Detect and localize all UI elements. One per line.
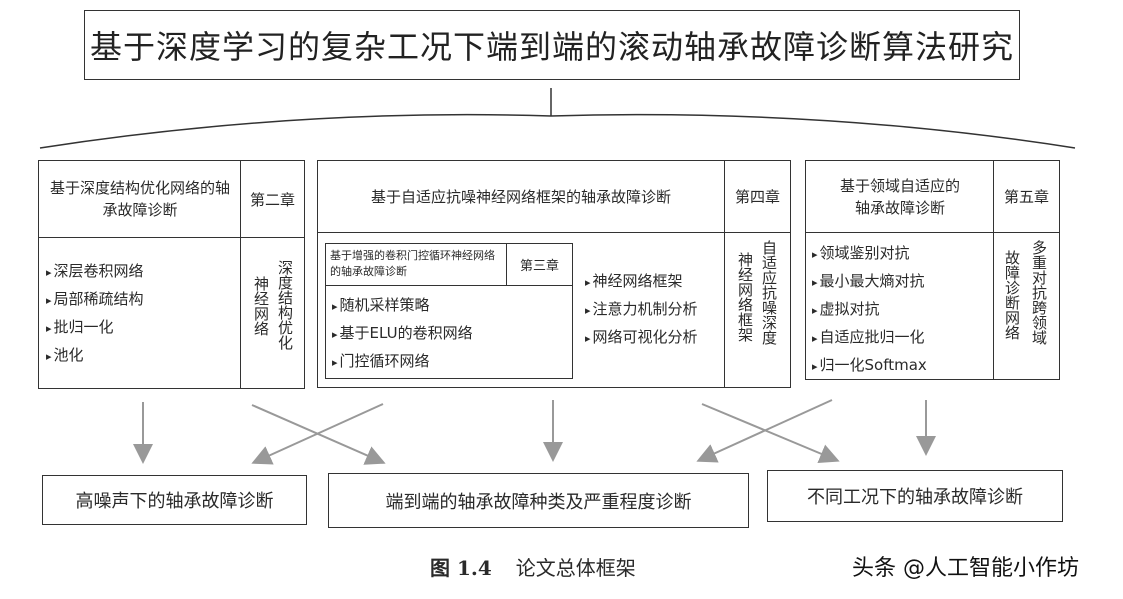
outcome-box-3: 不同工况下的轴承故障诊断 <box>767 470 1063 522</box>
chapter4-label: 第四章 <box>734 188 780 206</box>
list-item: 领域鉴别对抗 <box>812 240 927 268</box>
chapter2-label-box: 第二章 <box>240 160 305 238</box>
list-item: 注意力机制分析 <box>585 296 698 324</box>
outcome-label-2: 端到端的轴承故障种类及严重程度诊断 <box>385 491 692 513</box>
list-item: 神经网络框架 <box>585 268 698 296</box>
list-item: 批归一化 <box>46 314 144 342</box>
chapter4-label-box: 第四章 <box>724 160 791 233</box>
chapter2-item-list: 深层卷积网络 局部稀疏结构 批归一化 池化 <box>46 258 144 370</box>
chapter2-vertical-right: 深度结构优化 <box>276 260 294 350</box>
chapter5-vertical-box <box>993 232 1060 380</box>
chapter5-label: 第五章 <box>1003 188 1049 206</box>
arrow-cross-right-a <box>701 403 840 464</box>
chapter2-heading: 基于深度结构优化网络的轴承故障诊断 <box>49 179 230 219</box>
figure-number: 图 1.4 <box>430 556 492 580</box>
chapter3-label-box: 第三章 <box>506 243 573 286</box>
chapter5-heading: 基于领域自适应的轴承故障诊断 <box>840 176 961 217</box>
outcome-box-1: 高噪声下的轴承故障诊断 <box>42 475 307 525</box>
list-item: 虚拟对抗 <box>812 296 927 324</box>
arrow-cross-left-b <box>251 403 384 465</box>
list-item: 基于ELU的卷积网络 <box>332 320 473 348</box>
chapter4-vertical-left: 神经网络框架 <box>736 252 754 342</box>
diagram-title: 基于深度学习的复杂工况下端到端的滚动轴承故障诊断算法研究 <box>89 28 1014 66</box>
list-item: 池化 <box>46 342 144 370</box>
list-item: 网络可视化分析 <box>585 324 698 352</box>
list-item: 归一化Softmax <box>812 352 927 380</box>
outcome-box-2: 端到端的轴承故障种类及严重程度诊断 <box>328 473 749 528</box>
chapter2-label: 第二章 <box>249 190 295 209</box>
chapter3-item-list: 随机采样策略 基于ELU的卷积网络 门控循环网络 <box>332 292 473 376</box>
chapter3-label: 第三章 <box>519 259 559 274</box>
outcome-label-3: 不同工况下的轴承故障诊断 <box>807 487 1023 508</box>
list-item: 随机采样策略 <box>332 292 473 320</box>
chapter5-vertical-left: 故障诊断网络 <box>1003 250 1021 340</box>
chapter5-vertical-right: 多重对抗跨领域 <box>1030 240 1048 345</box>
figure-caption: 图 1.4 论文总体框架 <box>430 552 636 581</box>
list-item: 局部稀疏结构 <box>46 286 144 314</box>
chapter3-heading: 基于增强的卷积门控循环神经网络的轴承故障诊断 <box>330 249 495 278</box>
chapter4-vertical-right: 自适应抗噪深度 <box>760 240 778 345</box>
outcome-label-1: 高噪声下的轴承故障诊断 <box>75 491 274 512</box>
chapter4-vertical-box <box>724 232 791 388</box>
title-box: 基于深度学习的复杂工况下端到端的滚动轴承故障诊断算法研究 <box>84 10 1020 80</box>
figure-caption-text: 论文总体框架 <box>515 556 636 580</box>
chapter5-item-list: 领域鉴别对抗 最小最大熵对抗 虚拟对抗 自适应批归一化 归一化Softmax <box>812 240 927 380</box>
chapter4-item-list: 神经网络框架 注意力机制分析 网络可视化分析 <box>585 268 698 352</box>
chapter4-heading: 基于自适应抗噪神经网络框架的轴承故障诊断 <box>370 188 671 206</box>
watermark-text: 头条 @人工智能小作坊 <box>852 556 1079 581</box>
list-item: 自适应批归一化 <box>812 324 927 352</box>
list-item: 门控循环网络 <box>332 348 473 376</box>
chapter2-vertical-left: 神经网络 <box>252 276 270 336</box>
list-item: 最小最大熵对抗 <box>812 268 927 296</box>
overarching-brace <box>39 113 1076 149</box>
arrow-cross-right-b <box>696 399 833 463</box>
chapter2-vertical-box <box>240 237 305 389</box>
chapter5-label-box: 第五章 <box>993 160 1060 233</box>
list-item: 深层卷积网络 <box>46 258 144 286</box>
